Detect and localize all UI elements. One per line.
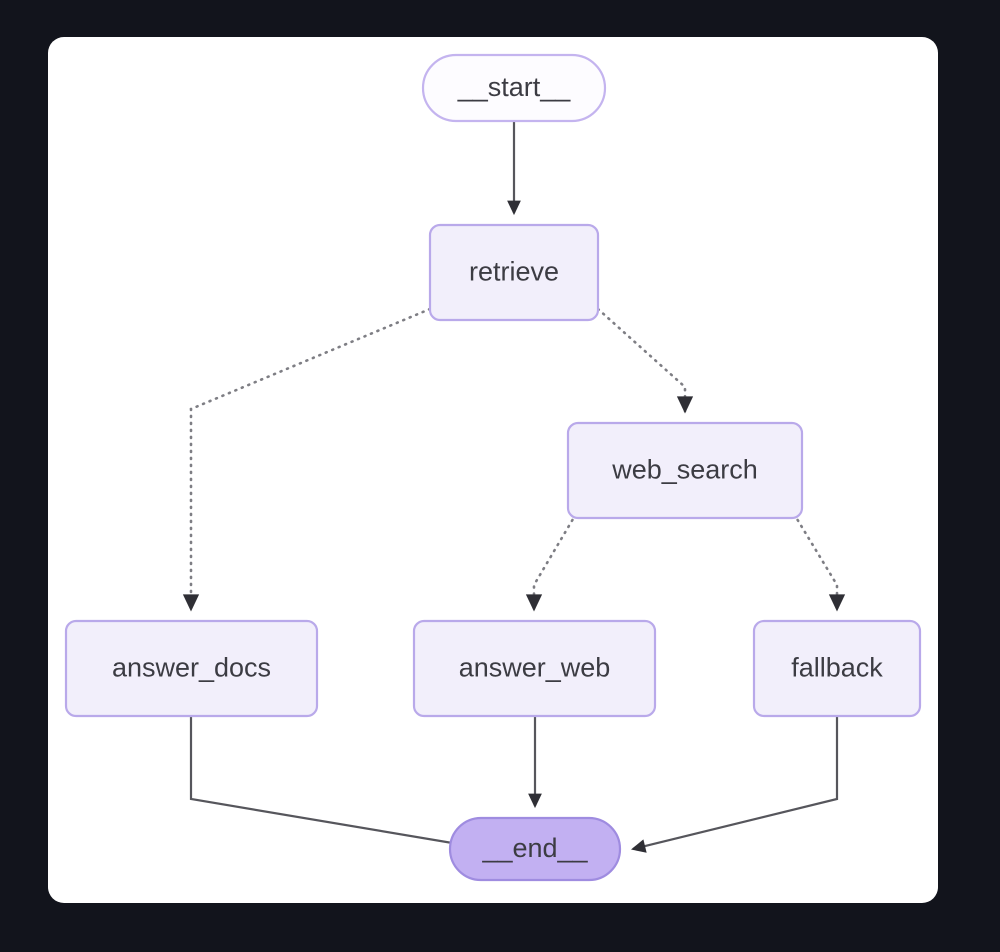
node-shape-fallback[interactable]: [752, 619, 922, 718]
graph-canvas-card: __start__ retrieve web_search answer_docs an…: [48, 37, 938, 903]
edge-retrieve-to-web_search[interactable]: [596, 307, 694, 414]
node-shape-start[interactable]: [421, 53, 607, 123]
node-layer: __start__ retrieve web_search answer_docs an…: [64, 53, 922, 882]
node-shape-answer_docs[interactable]: [64, 619, 319, 718]
edge-answer_docs-to-end[interactable]: [189, 716, 491, 854]
node-shape-web_search[interactable]: [566, 421, 804, 520]
node-answer_docs[interactable]: answer_docs: [64, 619, 319, 718]
node-answer_web[interactable]: answer_web: [412, 619, 657, 718]
node-fallback[interactable]: fallback: [752, 619, 922, 718]
edge-layer: [182, 121, 846, 854]
edge-retrieve-to-answer_docs[interactable]: [182, 307, 432, 612]
node-shape-answer_web[interactable]: [412, 619, 657, 718]
node-retrieve[interactable]: retrieve: [428, 223, 600, 322]
edge-web_search-to-fallback[interactable]: [792, 512, 846, 612]
edge-web_search-to-answer_web[interactable]: [525, 512, 578, 612]
node-shape-retrieve[interactable]: [428, 223, 600, 322]
node-start[interactable]: __start__: [421, 53, 607, 123]
node-end[interactable]: __end__: [448, 816, 622, 882]
node-web_search[interactable]: web_search: [566, 421, 804, 520]
edge-fallback-to-end[interactable]: [630, 716, 839, 853]
state-graph-svg[interactable]: __start__ retrieve web_search answer_docs an…: [48, 37, 938, 903]
node-shape-end[interactable]: [448, 816, 622, 882]
